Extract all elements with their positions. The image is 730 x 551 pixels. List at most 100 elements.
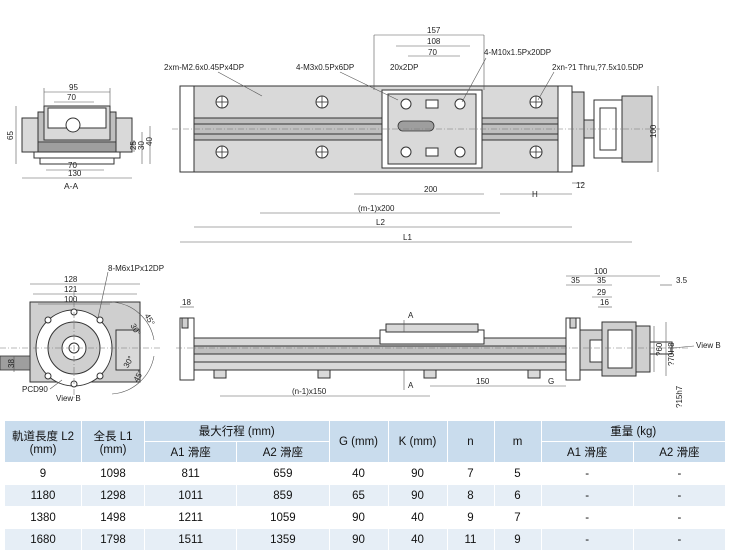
cell-total-length: 1298 [81,484,145,507]
side-dim-35b: 35 [597,276,606,285]
table-row: 1680 1798 1511 1359 90 40 11 9 - - [4,528,727,551]
side-dim-100: 100 [594,267,608,276]
side-dim-pitch: (n-1)x150 [292,387,327,396]
end-dim-121: 121 [64,285,78,294]
side-view: 18 A A (n-1)x150 150 G 100 35 35 29 16 3… [176,267,721,408]
top-dim-l2: L2 [376,218,385,227]
end-dim-38: 38 [7,359,16,368]
section-aa-caption: A-A [64,181,79,191]
end-callout-tap: 8-M6x1Px12DP [108,264,164,273]
cell-k: 90 [387,484,448,507]
cell-k: 40 [387,528,448,551]
header-k: K (mm) [387,420,448,463]
callout-tap-rail: 2xm-M2.6x0.45Px4DP [164,63,244,72]
header-n: n [446,420,495,463]
header-weight: 重量 (kg) [540,420,726,442]
top-dim-200: 200 [424,185,438,194]
section-aa-dim-40: 40 [145,137,154,146]
header-weight-a1: A1 滑座 [540,441,634,463]
side-section-a-top: A [408,311,414,320]
section-aa-dim-30: 30 [137,141,146,150]
top-dim-h: H [532,190,538,199]
end-dim-45-top: 45° [143,312,157,327]
top-dim-12: 12 [576,181,585,190]
side-dim-18: 18 [182,298,191,307]
cell-stroke-a1: 811 [143,462,238,485]
table-row: 1180 1298 1011 859 65 90 8 6 - - [4,484,727,507]
cell-m: 5 [493,462,542,485]
cell-n: 7 [446,462,495,485]
top-dim-157: 157 [427,26,441,35]
cell-stroke-a1: 1211 [143,506,238,529]
top-dim-100: 100 [649,124,658,138]
cell-m: 6 [493,484,542,507]
section-aa-dim-70-top: 70 [67,93,76,102]
cell-g: 65 [328,484,389,507]
end-dim-100: 100 [64,295,78,304]
cell-k: 90 [387,462,448,485]
cell-total-length: 1098 [81,462,145,485]
cell-n: 8 [446,484,495,507]
cell-n: 9 [446,506,495,529]
side-dim-phi60: ?60 [655,342,664,356]
cell-weight-a2: - [632,528,727,551]
cell-stroke-a2: 659 [236,462,330,485]
top-view: 157 108 70 100 200 (m-1)x200 H 12 L2 L1 … [164,26,660,243]
side-dim-3-5: 3.5 [676,276,688,285]
side-dim-phi15: ?15h7 [675,385,684,408]
header-g: G (mm) [328,420,389,463]
section-aa-view: 95 70 65 25 30 40 70 130 A-A [6,83,154,191]
side-view-b-label: View B [696,341,721,350]
cell-stroke-a1: 1511 [143,528,238,551]
side-dim-16: 16 [600,298,609,307]
section-aa-dim-95: 95 [69,83,78,92]
cell-weight-a2: - [632,484,727,507]
end-view: 128 121 100 38 45° 30° 30° 45° 8-M6x1Px1… [0,264,164,403]
cell-n: 11 [446,528,495,551]
header-total-length-unit: (mm) [99,443,127,456]
cell-stroke-a2: 1059 [236,506,330,529]
header-weight-a2: A2 滑座 [632,441,727,463]
top-dim-108: 108 [427,37,441,46]
cell-stroke-a2: 859 [236,484,330,507]
callout-tap-m10: 4-M10x1.5Px20DP [484,48,551,57]
section-aa-dim-25: 25 [129,141,138,150]
cell-k: 40 [387,506,448,529]
cell-m: 9 [493,528,542,551]
technical-drawing: 95 70 65 25 30 40 70 130 A-A [0,26,721,408]
mount-hole-group [215,95,543,159]
table-row: 9 1098 811 659 40 90 7 5 - - [4,462,727,485]
end-pcd-label: PCD90 [22,385,48,394]
cell-weight-a2: - [632,506,727,529]
header-stroke-a1: A1 滑座 [143,441,238,463]
side-dim-150: 150 [476,377,490,386]
top-dim-l1: L1 [403,233,412,242]
header-m: m [493,420,542,463]
cell-total-length: 1498 [81,506,145,529]
cell-g: 40 [328,462,389,485]
top-dim-70: 70 [428,48,437,57]
cell-weight-a1: - [540,528,634,551]
header-rail-length-label: 軌道長度 L2 [12,430,74,443]
cell-m: 7 [493,506,542,529]
header-stroke-a2: A2 滑座 [236,441,330,463]
top-dim-pitch: (m-1)x200 [358,204,395,213]
end-view-b-label: View B [56,394,81,403]
cell-weight-a2: - [632,462,727,485]
cell-weight-a1: - [540,506,634,529]
side-dim-g: G [548,377,554,386]
cell-total-length: 1798 [81,528,145,551]
end-dim-128: 128 [64,275,78,284]
side-section-a-bottom: A [408,381,414,390]
callout-tap-m3: 4-M3x0.5Px6DP [296,63,354,72]
cell-rail-length: 9 [4,462,82,485]
cell-weight-a1: - [540,484,634,507]
cell-rail-length: 1680 [4,528,82,551]
callout-thru: 2xn-?1 Thru,?7.5x10.5DP [552,63,643,72]
header-max-stroke: 最大行程 (mm) [144,420,330,442]
cell-stroke-a2: 1359 [236,528,330,551]
section-aa-dim-65: 65 [6,131,15,140]
cell-rail-length: 1380 [4,506,82,529]
table-header-row: 軌道長度 L2 (mm) 全長 L1 (mm) 最大行程 (mm) G (mm)… [4,420,726,463]
header-rail-length-unit: (mm) [29,443,57,456]
